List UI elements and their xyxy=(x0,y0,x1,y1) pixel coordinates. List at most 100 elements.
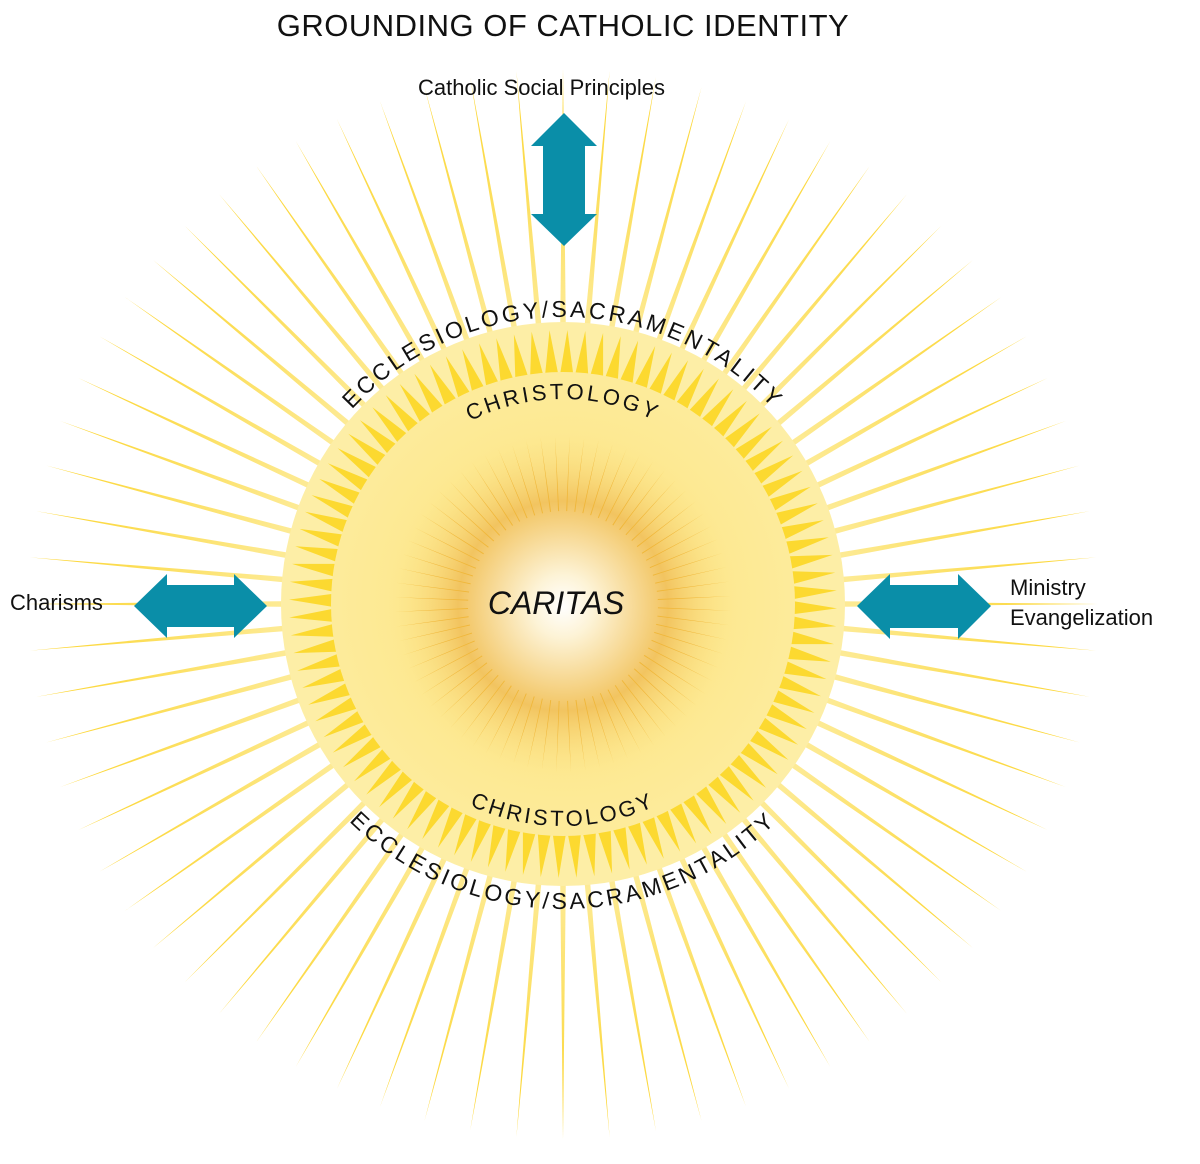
ring-spike xyxy=(513,334,529,381)
ring-spike xyxy=(487,821,508,868)
ring-spike xyxy=(293,638,340,654)
ring-spike xyxy=(399,384,433,426)
ring-spike xyxy=(311,495,357,520)
ring-spike xyxy=(327,463,371,493)
ring-spike xyxy=(766,486,811,513)
ring-spike xyxy=(788,571,836,585)
ring-spike xyxy=(289,593,336,608)
ring-spike xyxy=(727,751,767,788)
ring-spike xyxy=(302,667,349,688)
ring-spike xyxy=(559,330,574,377)
ring-spike xyxy=(372,407,410,446)
ring-spike xyxy=(705,773,741,813)
ring-spike xyxy=(618,340,639,387)
ring-spike xyxy=(633,346,656,392)
ring-spike xyxy=(537,830,552,878)
ring-spike xyxy=(354,746,394,782)
ring-spike xyxy=(343,734,385,768)
ring-spike xyxy=(769,688,815,713)
ring-spike xyxy=(359,420,399,457)
ring-spike xyxy=(787,630,834,645)
ring-spike xyxy=(732,426,772,462)
ring-spike xyxy=(305,511,351,534)
ring-spike xyxy=(611,823,630,870)
ring-spike xyxy=(762,702,807,730)
ring-spike xyxy=(505,825,522,872)
center-label: CARITAS xyxy=(488,585,624,621)
ring-spike xyxy=(522,828,537,875)
ring-spike xyxy=(758,470,803,500)
ring-spike xyxy=(589,333,604,380)
ring-spike xyxy=(780,659,827,680)
ring-spike xyxy=(647,352,672,398)
connection-label-catholic-social-principles: Catholic Social Principles xyxy=(418,75,665,100)
ring-spike xyxy=(790,600,837,615)
ring-spike xyxy=(772,503,818,527)
ring-spike xyxy=(604,336,621,383)
ring-spike xyxy=(315,695,360,722)
ring-spike xyxy=(289,608,336,623)
ring-spike xyxy=(392,778,427,819)
ring-spike xyxy=(299,528,346,549)
ring-spike xyxy=(640,813,664,859)
ring-spike xyxy=(699,389,734,430)
connection-label-ministry-evangelization: Ministry Evangelization xyxy=(1010,573,1153,633)
ring-spike xyxy=(782,537,829,556)
ring-spike xyxy=(789,615,837,630)
ring-spike xyxy=(574,330,589,378)
ring-spike xyxy=(308,681,354,705)
ring-spike xyxy=(755,715,799,745)
ring-spike xyxy=(775,674,821,697)
ring-spike xyxy=(530,331,544,379)
ring-spike xyxy=(784,645,831,662)
ring-spike xyxy=(289,578,337,593)
ring-spike xyxy=(385,395,421,435)
ring-spike xyxy=(741,440,783,474)
ring-spike xyxy=(737,740,778,775)
ring-spike xyxy=(454,810,479,856)
label-line-evangelization: Evangelization xyxy=(1010,605,1154,630)
ring-spike xyxy=(337,448,380,480)
ring-spike xyxy=(654,807,681,852)
ring-spike xyxy=(567,831,582,878)
double-arrow-horizontal-icon xyxy=(857,574,991,639)
ring-spike xyxy=(746,728,789,760)
ring-spike xyxy=(462,349,486,395)
ring-spike xyxy=(295,546,342,563)
ring-spike xyxy=(445,356,472,401)
ring-spike xyxy=(552,831,567,878)
ring-spike xyxy=(786,554,833,570)
ring-spike xyxy=(292,563,339,578)
core-center xyxy=(468,511,658,701)
ring-spike xyxy=(319,478,364,506)
ring-spike xyxy=(544,330,559,377)
ring-spike xyxy=(597,827,613,874)
ring-spike xyxy=(366,757,405,795)
double-arrow-horizontal-icon xyxy=(134,574,267,638)
ring-spike xyxy=(407,787,439,830)
ring-spike xyxy=(674,368,704,412)
ring-spike xyxy=(332,721,376,753)
spike-ring xyxy=(289,330,837,878)
diagram-title: GROUNDING OF CATHOLIC IDENTITY xyxy=(276,8,850,43)
ring-spike xyxy=(661,360,689,405)
ring-spike xyxy=(414,373,446,417)
ring-spike xyxy=(790,585,837,600)
ring-spike xyxy=(750,455,794,487)
ring-spike xyxy=(422,796,452,840)
ring-spike xyxy=(290,623,338,637)
ring-spike xyxy=(687,378,719,421)
ring-spike xyxy=(680,791,712,835)
ring-spike xyxy=(710,400,747,440)
ring-spike xyxy=(582,829,596,877)
ring-spike xyxy=(437,803,465,848)
ring-spike xyxy=(667,799,697,844)
ring-spike xyxy=(429,364,459,409)
connection-label-charisms: Charisms xyxy=(10,590,103,615)
double-arrow-vertical-icon xyxy=(531,113,597,246)
ring-spike xyxy=(470,816,493,862)
ring-spike xyxy=(777,520,824,541)
ring-spike xyxy=(626,818,647,865)
